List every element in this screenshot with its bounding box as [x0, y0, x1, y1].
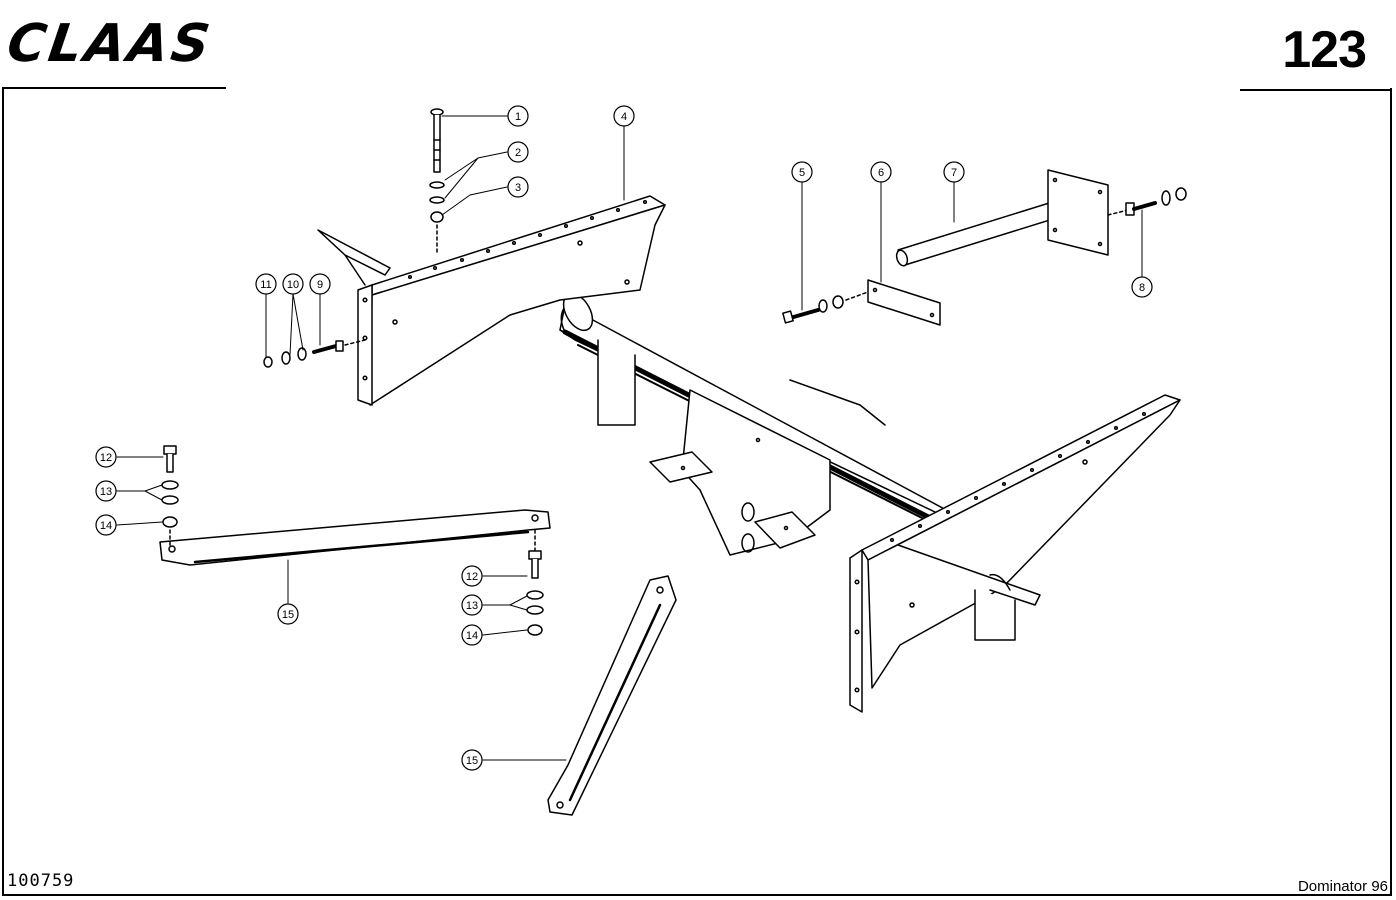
svg-text:15: 15 — [466, 755, 478, 767]
pivot-shaft — [895, 169, 1109, 267]
callout-12a: 12 — [95, 446, 117, 468]
callout-2: 2 — [507, 141, 529, 163]
bolt-5-set — [782, 291, 869, 324]
bolt-12-stack-b — [526, 529, 544, 636]
svg-text:9: 9 — [317, 279, 323, 291]
center-bracket — [597, 339, 886, 556]
svg-text:3: 3 — [515, 182, 521, 194]
svg-text:11: 11 — [260, 279, 271, 291]
callout-1: 1 — [507, 105, 529, 127]
callout-5: 5 — [791, 161, 813, 183]
callout-3: 3 — [507, 176, 529, 198]
svg-text:15: 15 — [282, 609, 294, 621]
callout-13a: 13 — [95, 480, 117, 502]
callout-8: 8 — [1131, 276, 1153, 298]
svg-text:13: 13 — [100, 486, 112, 498]
spacer-plate — [867, 279, 941, 326]
brace-strut-lower — [547, 575, 677, 816]
callout-4: 4 — [613, 105, 635, 127]
page-frame — [2, 88, 1392, 896]
callout-14b: 14 — [461, 624, 483, 646]
header-rule-left — [2, 87, 226, 89]
svg-text:13: 13 — [466, 600, 478, 612]
callout-9: 9 — [309, 273, 331, 295]
callout-6: 6 — [870, 161, 892, 183]
callout-11: 11 — [255, 273, 277, 295]
callout-15a: 15 — [277, 603, 299, 625]
callout-13b: 13 — [461, 594, 483, 616]
leader-lines — [116, 115, 1143, 761]
svg-text:14: 14 — [466, 630, 478, 642]
right-side-plate — [849, 394, 1181, 713]
model-name: Dominator 96 — [1297, 878, 1388, 895]
right-plate-top-holes — [889, 411, 1147, 543]
callout-7: 7 — [943, 161, 965, 183]
bolt-12-stack-a — [161, 445, 179, 546]
left-side-plate — [317, 195, 666, 406]
svg-text:7: 7 — [951, 167, 957, 179]
drawing-id: 100759 — [7, 871, 75, 891]
svg-text:5: 5 — [799, 167, 805, 179]
callout-10: 10 — [282, 273, 304, 295]
svg-text:6: 6 — [878, 167, 884, 179]
brace-strut-upper — [159, 509, 551, 566]
callout-14a: 14 — [95, 514, 117, 536]
svg-text:4: 4 — [621, 111, 627, 123]
callouts: 1 2 3 4 5 6 7 8 9 10 11 12 13 14 15 12 1… — [95, 105, 1153, 771]
svg-text:14: 14 — [100, 520, 112, 532]
left-plate-top-holes — [407, 199, 648, 280]
bolt-9-stack — [263, 339, 366, 368]
svg-text:8: 8 — [1139, 282, 1145, 294]
svg-text:12: 12 — [466, 571, 478, 583]
svg-text:12: 12 — [100, 452, 112, 464]
svg-text:10: 10 — [287, 279, 299, 291]
bolt-8-set — [1107, 187, 1187, 216]
svg-text:1: 1 — [515, 111, 521, 123]
callout-15b: 15 — [461, 749, 483, 771]
header-rule-right — [1240, 89, 1392, 91]
svg-text:2: 2 — [515, 147, 521, 159]
bolt-1-stack — [429, 108, 445, 256]
callout-12b: 12 — [461, 565, 483, 587]
page-number: 123 — [1282, 21, 1367, 79]
